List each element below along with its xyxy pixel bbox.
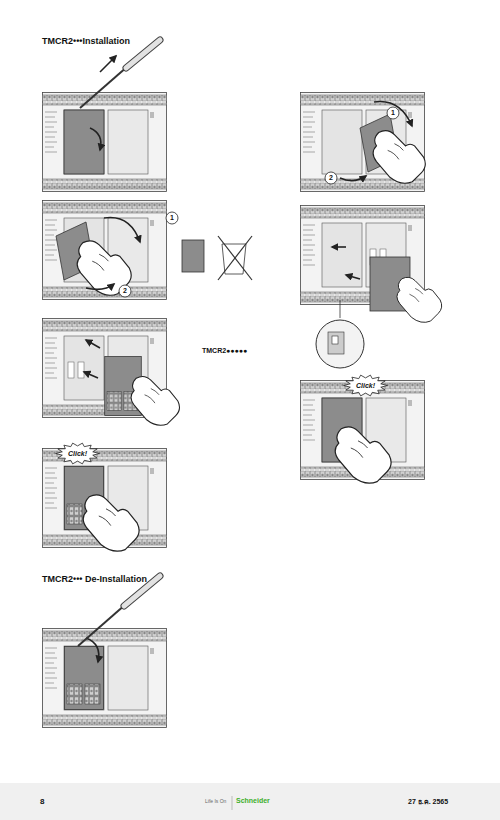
- callout-number: 1: [167, 213, 177, 223]
- callout-circle: [387, 107, 399, 119]
- logo-divider: [232, 796, 233, 810]
- screwdriver: [80, 40, 160, 108]
- screwdriver: [78, 576, 160, 646]
- zoom-detail: [316, 300, 364, 368]
- no-bin-symbol: [218, 236, 252, 280]
- callout-number: 2: [120, 286, 130, 296]
- panel-de-installation: [42, 629, 167, 728]
- panel-click-cartridge: [42, 449, 167, 552]
- panel-insert-cartridge: [42, 319, 180, 426]
- click-text: Click!: [68, 450, 87, 457]
- part-label: TMCR2●●●●●: [202, 347, 247, 355]
- page-heading: TMCR2•••Installation: [42, 36, 130, 46]
- panel-insert-cartridge-right: [300, 206, 442, 323]
- click-burst: Click!: [58, 444, 97, 463]
- burst-shape: [344, 375, 388, 396]
- callout-circle: [325, 172, 337, 184]
- panel-remove-blank-right: [300, 93, 425, 192]
- click-burst: Click!: [346, 376, 385, 395]
- panel-remove-cover: [42, 93, 167, 192]
- panel-remove-blank: [42, 201, 167, 300]
- page-number: 8: [40, 797, 44, 806]
- logo-text: Schneider: [236, 797, 270, 805]
- burst-shape: [56, 443, 100, 464]
- callout-number: 1: [388, 108, 398, 118]
- blank-cover-icon: [182, 240, 204, 272]
- panel-click-cartridge-right: [300, 381, 425, 484]
- section-heading: TMCR2••• De-Installation: [42, 574, 147, 584]
- callout-circle: [119, 285, 131, 297]
- footer-bar: [0, 783, 500, 820]
- date-label: 27 ธ.ค. 2565: [408, 798, 448, 806]
- callout-number: 2: [326, 173, 336, 183]
- callout-circle: [166, 212, 178, 224]
- logo-tagline: Life Is On: [205, 799, 226, 805]
- click-text: Click!: [356, 382, 375, 389]
